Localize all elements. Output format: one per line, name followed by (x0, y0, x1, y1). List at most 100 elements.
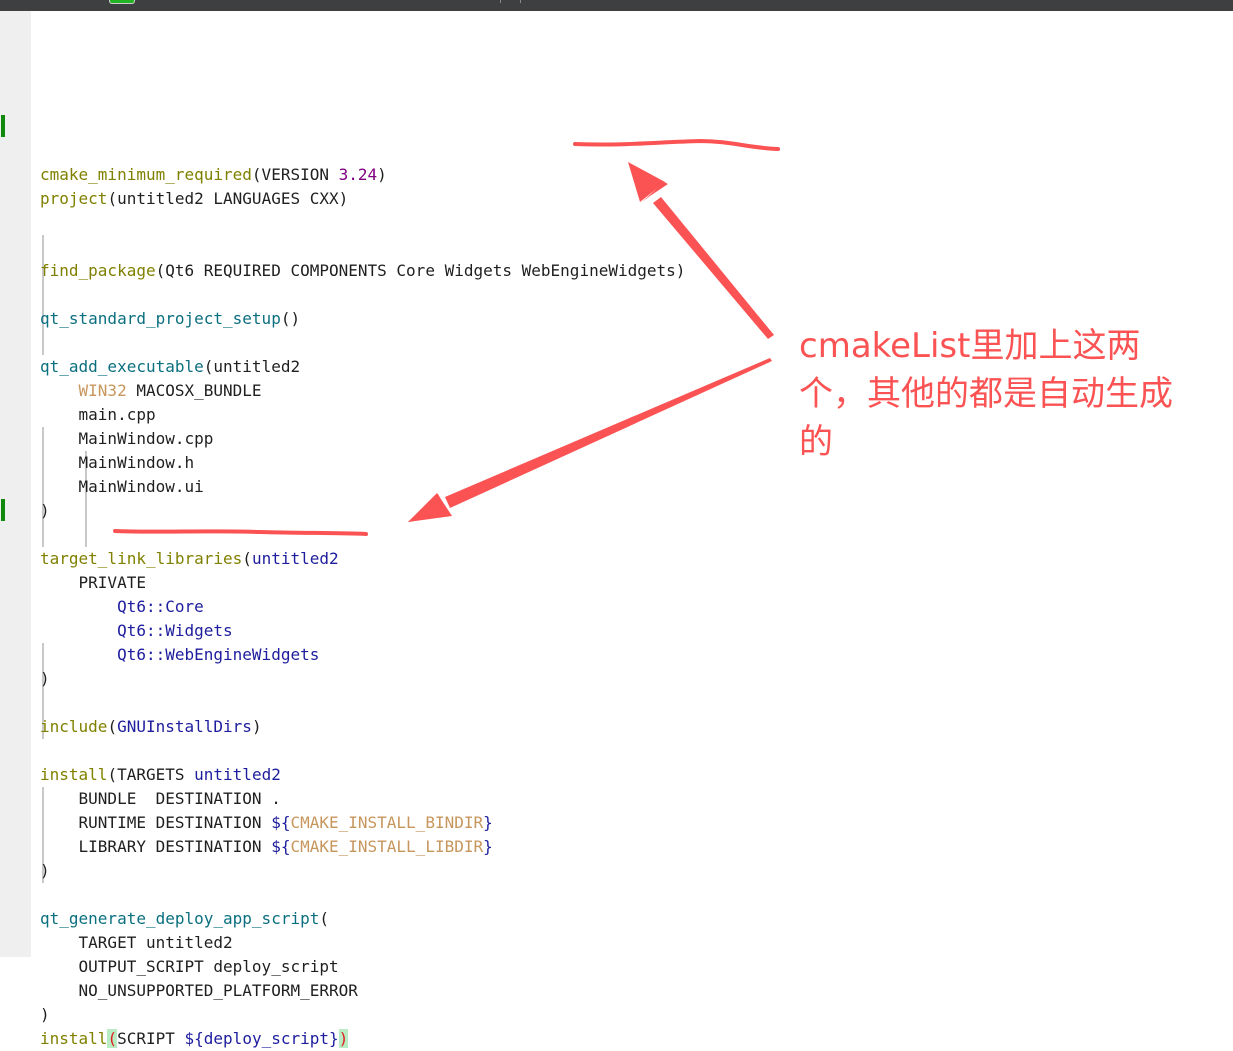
code-token: (untitled2 (204, 357, 300, 376)
code-token: qt_standard_project_setup (40, 309, 281, 328)
code-token: main.cpp (40, 405, 156, 424)
code-token: target_link_libraries (40, 549, 242, 568)
code-line[interactable]: main.cpp (40, 403, 685, 427)
code-token: MainWindow.h (40, 453, 194, 472)
line-gutter[interactable] (0, 11, 31, 957)
code-line[interactable] (40, 691, 685, 715)
code-token: ${ (271, 837, 290, 856)
code-line[interactable]: Qt6::Core (40, 595, 685, 619)
code-text-area[interactable]: cmake_minimum_required(VERSION 3.24)proj… (40, 19, 685, 1051)
code-line[interactable]: target_link_libraries(untitled2 (40, 547, 685, 571)
code-token: LIBRARY DESTINATION (40, 837, 271, 856)
code-token: ( (242, 549, 252, 568)
code-token: qt_add_executable (40, 357, 204, 376)
code-token: find_package (40, 261, 156, 280)
code-line[interactable] (40, 331, 685, 355)
code-token: qt_generate_deploy_app_script (40, 909, 319, 928)
code-token: MainWindow.ui (40, 477, 204, 496)
code-line[interactable]: WIN32 MACOSX_BUNDLE (40, 379, 685, 403)
code-token: MainWindow.cpp (40, 429, 213, 448)
code-line[interactable]: MainWindow.ui (40, 475, 685, 499)
code-token: CMAKE_INSTALL_BINDIR (290, 813, 483, 832)
code-line[interactable]: TARGET untitled2 (40, 931, 685, 955)
code-token: WIN32 (79, 381, 127, 400)
code-line[interactable]: PRIVATE (40, 571, 685, 595)
code-token: GNUInstallDirs (117, 717, 252, 736)
code-token: include (40, 717, 107, 736)
code-line[interactable]: Qt6::WebEngineWidgets (40, 643, 685, 667)
code-token: (TARGETS (107, 765, 194, 784)
code-line[interactable]: Qt6::Widgets (40, 619, 685, 643)
editor-tab-bar (0, 0, 1233, 11)
code-line[interactable] (40, 739, 685, 763)
code-token: NO_UNSUPPORTED_PLATFORM_ERROR (40, 981, 358, 1000)
change-marker-webengine (1, 499, 5, 521)
code-line[interactable]: qt_generate_deploy_app_script( (40, 907, 685, 931)
file-tab-icon[interactable] (109, 0, 135, 4)
code-token: } (483, 837, 493, 856)
annotation-line-1: cmakeList里加上这两 (799, 322, 1219, 370)
code-token: Qt6::Core (117, 597, 204, 616)
code-token: ) (377, 165, 387, 184)
annotation-note: cmakeList里加上这两 个，其他的都是自动生成 的 (799, 322, 1219, 466)
code-line[interactable]: find_package(Qt6 REQUIRED COMPONENTS Cor… (40, 259, 685, 283)
code-line[interactable]: install(TARGETS untitled2 (40, 763, 685, 787)
code-token: (VERSION (252, 165, 339, 184)
code-token: Qt6::WebEngineWidgets (117, 645, 319, 664)
code-token: RUNTIME DESTINATION (40, 813, 271, 832)
code-token: Qt6::Widgets (117, 621, 233, 640)
code-token: ) (40, 861, 50, 880)
code-line[interactable]: RUNTIME DESTINATION ${CMAKE_INSTALL_BIND… (40, 811, 685, 835)
code-line[interactable]: include(GNUInstallDirs) (40, 715, 685, 739)
code-token (40, 621, 117, 640)
code-token: install (40, 1029, 107, 1048)
code-line[interactable]: cmake_minimum_required(VERSION 3.24) (40, 163, 685, 187)
code-line[interactable]: MainWindow.h (40, 451, 685, 475)
code-token: PRIVATE (40, 573, 146, 592)
code-token: ) (40, 501, 50, 520)
code-line[interactable]: MainWindow.cpp (40, 427, 685, 451)
code-token (40, 645, 117, 664)
code-line[interactable]: ) (40, 499, 685, 523)
code-token: (untitled2 LANGUAGES CXX) (107, 189, 348, 208)
code-line[interactable] (40, 523, 685, 547)
code-token: () (281, 309, 300, 328)
code-token: ) (252, 717, 262, 736)
code-line[interactable]: BUNDLE DESTINATION . (40, 787, 685, 811)
code-line[interactable]: project(untitled2 LANGUAGES CXX) (40, 187, 685, 211)
tab-separator (520, 0, 521, 3)
code-line[interactable]: ) (40, 667, 685, 691)
code-token: ${ (271, 813, 290, 832)
code-token: ${deploy_script} (185, 1029, 339, 1048)
code-line[interactable] (40, 883, 685, 907)
code-token (40, 597, 117, 616)
code-token: ) (40, 1005, 50, 1024)
code-line[interactable] (40, 283, 685, 307)
code-line[interactable]: qt_add_executable(untitled2 (40, 355, 685, 379)
annotation-line-2: 个，其他的都是自动生成 (799, 370, 1219, 418)
code-token (40, 381, 79, 400)
code-token: SCRIPT (117, 1029, 184, 1048)
code-line[interactable] (40, 211, 685, 235)
code-line[interactable]: OUTPUT_SCRIPT deploy_script (40, 955, 685, 979)
code-line[interactable]: ) (40, 1003, 685, 1027)
code-token: cmake_minimum_required (40, 165, 252, 184)
code-line[interactable]: LIBRARY DESTINATION ${CMAKE_INSTALL_LIBD… (40, 835, 685, 859)
code-line[interactable]: install(SCRIPT ${deploy_script}) (40, 1027, 685, 1051)
code-token: untitled2 (194, 765, 281, 784)
code-line[interactable] (40, 235, 685, 259)
code-line[interactable]: NO_UNSUPPORTED_PLATFORM_ERROR (40, 979, 685, 1003)
code-token: (Qt6 REQUIRED COMPONENTS Core Widgets We… (156, 261, 686, 280)
tab-separator (500, 0, 501, 3)
code-token: ) (339, 1029, 349, 1048)
code-line[interactable]: qt_standard_project_setup() (40, 307, 685, 331)
code-token: ( (107, 717, 117, 736)
code-token: install (40, 765, 107, 784)
code-token: MACOSX_BUNDLE (127, 381, 262, 400)
code-token: ( (107, 1029, 117, 1048)
code-token: OUTPUT_SCRIPT deploy_script (40, 957, 339, 976)
code-token: BUNDLE DESTINATION . (40, 789, 281, 808)
code-token: CMAKE_INSTALL_LIBDIR (290, 837, 483, 856)
code-line[interactable]: ) (40, 859, 685, 883)
code-token: TARGET untitled2 (40, 933, 233, 952)
